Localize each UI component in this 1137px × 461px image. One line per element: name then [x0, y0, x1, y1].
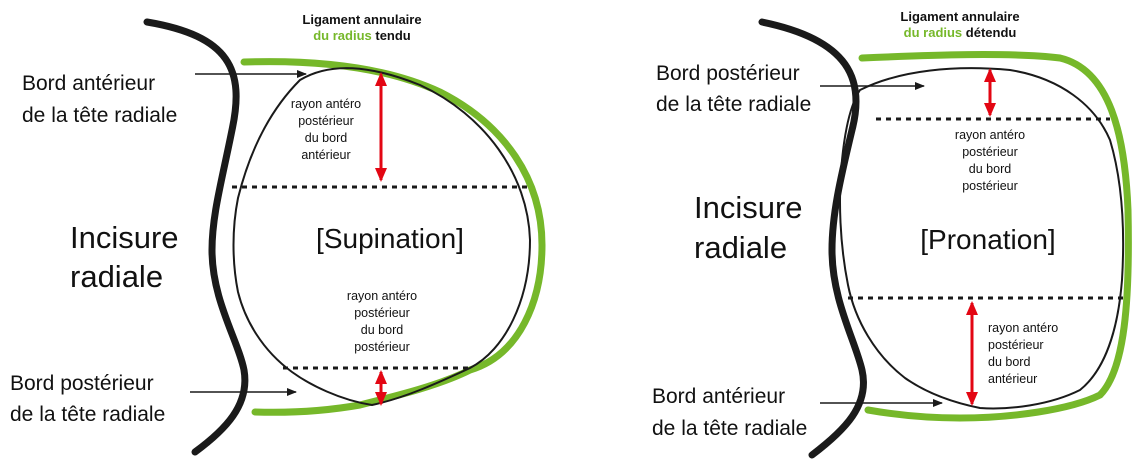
ligament-label-prefix: du radius [313, 28, 375, 43]
lower-radius-label-line4: antérieur [988, 372, 1037, 386]
radial-notch-curve [758, 18, 867, 459]
lower-radius-label-line1: rayon antéro [347, 289, 417, 303]
lower-radius-label-line3: du bord [988, 355, 1030, 369]
ligament-state-label: détendu [966, 25, 1017, 40]
bottom-border-label-line2: de la tête radiale [652, 417, 807, 440]
radial-head-outline [839, 67, 1125, 410]
pronation-panel: Ligament annulaire du radius détendu Bor… [652, 9, 1132, 459]
bottom-border-label-line1: Bord postérieur [10, 372, 154, 395]
top-border-label-line2: de la tête radiale [22, 104, 177, 127]
notch-label-line1: Incisure [694, 190, 803, 225]
notch-label-line2: radiale [70, 259, 163, 294]
supination-panel: Ligament annulaire du radius tendu Bord … [10, 12, 546, 456]
upper-radius-label-line4: antérieur [301, 148, 350, 162]
upper-radius-label-line1: rayon antéro [291, 97, 361, 111]
bottom-border-label-line1: Bord antérieur [652, 385, 785, 408]
upper-radius-label-line2: postérieur [962, 145, 1018, 159]
lower-radius-label-line4: postérieur [354, 340, 410, 354]
ligament-label-line2: du radius tendu [313, 28, 411, 43]
top-border-label-line1: Bord antérieur [22, 72, 155, 95]
lower-radius-label-line2: postérieur [988, 338, 1044, 352]
lower-radius-label-line1: rayon antéro [988, 321, 1058, 335]
notch-label-line2: radiale [694, 230, 787, 265]
notch-label-line1: Incisure [70, 220, 179, 255]
ligament-state-label: tendu [375, 28, 410, 43]
upper-radius-label-line1: rayon antéro [955, 128, 1025, 142]
position-label: [Supination] [316, 223, 464, 254]
bottom-border-label-line2: de la tête radiale [10, 403, 165, 426]
top-border-label-line1: Bord postérieur [656, 62, 800, 85]
lower-radius-label-line3: du bord [361, 323, 403, 337]
ligament-label-line1: Ligament annulaire [302, 12, 421, 27]
upper-radius-label-line2: postérieur [298, 114, 354, 128]
annular-ligament-outline [858, 51, 1132, 422]
upper-radius-label-line3: du bord [969, 162, 1011, 176]
lower-radius-label-line2: postérieur [354, 306, 410, 320]
top-border-label-line2: de la tête radiale [656, 93, 811, 116]
upper-radius-label-line4: postérieur [962, 179, 1018, 193]
upper-radius-label-line3: du bord [305, 131, 347, 145]
radial-head-outline [232, 67, 532, 407]
ligament-label-line1: Ligament annulaire [900, 9, 1019, 24]
position-label: [Pronation] [920, 224, 1055, 255]
ligament-label-prefix: du radius [904, 25, 966, 40]
ligament-label-line2: du radius détendu [904, 25, 1017, 40]
